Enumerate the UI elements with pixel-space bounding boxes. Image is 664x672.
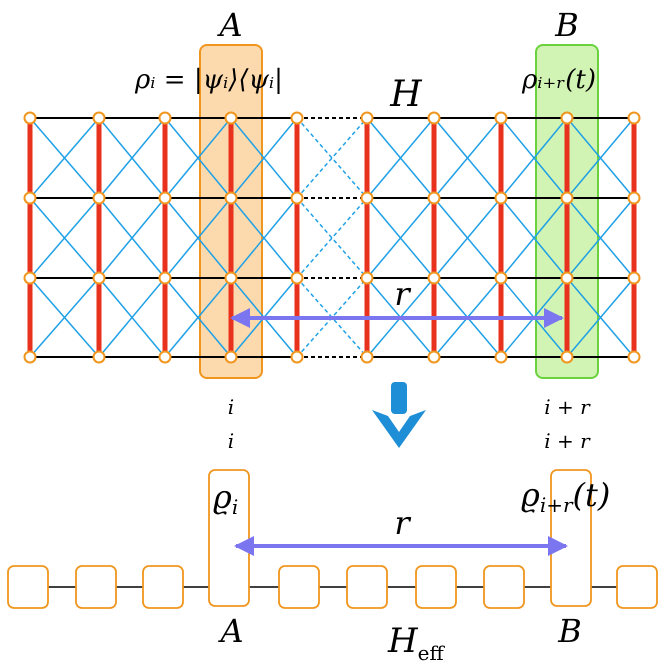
- chain-site-box: [75, 565, 117, 609]
- varrho-i-r-label: ϱi+r(t): [521, 476, 610, 517]
- lattice-site: [560, 111, 574, 125]
- chain-site-box: [7, 565, 49, 609]
- lattice-site: [224, 111, 238, 125]
- diagonal-bond: [164, 117, 232, 199]
- lattice-site: [224, 350, 238, 364]
- diagonal-bond: [230, 197, 298, 279]
- lattice-site: [494, 191, 508, 205]
- lattice-site: [494, 271, 508, 285]
- lattice-site: [92, 350, 106, 364]
- lattice-site: [560, 350, 574, 364]
- bottom-distance-label: r: [394, 504, 411, 542]
- diagonal-bond: [29, 117, 100, 199]
- lattice-site: [290, 350, 304, 364]
- diagonal-bond: [433, 197, 502, 279]
- diagonal-bond: [164, 197, 232, 279]
- ladder-lattice-nodes: [23, 111, 641, 364]
- lattice-site: [494, 111, 508, 125]
- diagonal-bond: [566, 117, 635, 199]
- lattice-site: [92, 191, 106, 205]
- lattice-site: [360, 350, 374, 364]
- lattice-site: [427, 111, 441, 125]
- label-B-top: B: [554, 6, 579, 44]
- lattice-site: [360, 271, 374, 285]
- diagonal-bond: [566, 197, 635, 279]
- rho-i-r-formula: ρᵢ₊ᵣ(t): [521, 65, 596, 95]
- lattice-site: [360, 111, 374, 125]
- chain-site-box: [415, 565, 457, 609]
- lattice-site: [427, 350, 441, 364]
- diagonal-bond: [433, 117, 502, 199]
- lattice-site: [627, 350, 641, 364]
- varrho-i-label: ϱi: [213, 478, 238, 519]
- lattice-site: [224, 271, 238, 285]
- chain-site-box: [346, 565, 388, 609]
- lattice-site: [290, 111, 304, 125]
- site-index-i-top: i: [228, 395, 234, 419]
- diagonal-bond: [500, 117, 568, 199]
- lattice-site: [560, 191, 574, 205]
- site-index-i-r-top: i + r: [544, 395, 591, 419]
- arrow-down-icon: [372, 382, 426, 448]
- lattice-site: [158, 191, 172, 205]
- lattice-site: [427, 191, 441, 205]
- label-Heff: Heff: [387, 621, 445, 665]
- chain-site-box: [142, 565, 184, 609]
- diagonal-bond: [29, 197, 100, 279]
- rho-i-formula: ρᵢ = |ψᵢ⟩⟨ψᵢ|: [134, 65, 283, 95]
- lattice-site: [92, 111, 106, 125]
- diagonal-bond: [296, 117, 368, 199]
- diagonal-bond: [98, 277, 166, 358]
- top-distance-label: r: [394, 275, 411, 313]
- diagonal-bond: [29, 277, 100, 358]
- lattice-site: [427, 271, 441, 285]
- lattice-site: [92, 271, 106, 285]
- lattice-site: [23, 111, 37, 125]
- lattice-site: [360, 191, 374, 205]
- diagonal-bond: [366, 197, 435, 279]
- diagonal-bond: [98, 197, 166, 279]
- diagonal-bond: [230, 117, 298, 199]
- diagonal-bond: [98, 117, 166, 199]
- label-A-bottom: A: [217, 612, 243, 650]
- lattice-site: [23, 271, 37, 285]
- lattice-site: [23, 350, 37, 364]
- diagonal-bond: [366, 117, 435, 199]
- lattice-site: [290, 191, 304, 205]
- chain-site-box: [278, 565, 320, 609]
- label-B-bottom: B: [557, 612, 582, 650]
- diagonal-bond: [296, 197, 368, 279]
- effective-chain-sites: [7, 565, 658, 609]
- site-index-i-bottom: i: [228, 429, 234, 453]
- diagonal-bond: [566, 277, 635, 358]
- lattice-site: [158, 350, 172, 364]
- label-H: H: [389, 74, 422, 115]
- lattice-site: [23, 191, 37, 205]
- lattice-site: [290, 271, 304, 285]
- lattice-site: [560, 271, 574, 285]
- diagonal-bond: [164, 277, 232, 358]
- site-index-i-r-bottom: i + r: [544, 429, 591, 453]
- lattice-site: [158, 111, 172, 125]
- chain-site-box: [616, 565, 658, 609]
- chain-site-box: [483, 565, 525, 609]
- label-A-top: A: [216, 6, 242, 44]
- diagonal-bond: [500, 197, 568, 279]
- lattice-site: [627, 271, 641, 285]
- diagonal-bond: [296, 117, 368, 199]
- lattice-site: [627, 111, 641, 125]
- lattice-site: [627, 191, 641, 205]
- lattice-site: [494, 350, 508, 364]
- diagonal-bond: [296, 197, 368, 279]
- lattice-site: [158, 271, 172, 285]
- lattice-site: [224, 191, 238, 205]
